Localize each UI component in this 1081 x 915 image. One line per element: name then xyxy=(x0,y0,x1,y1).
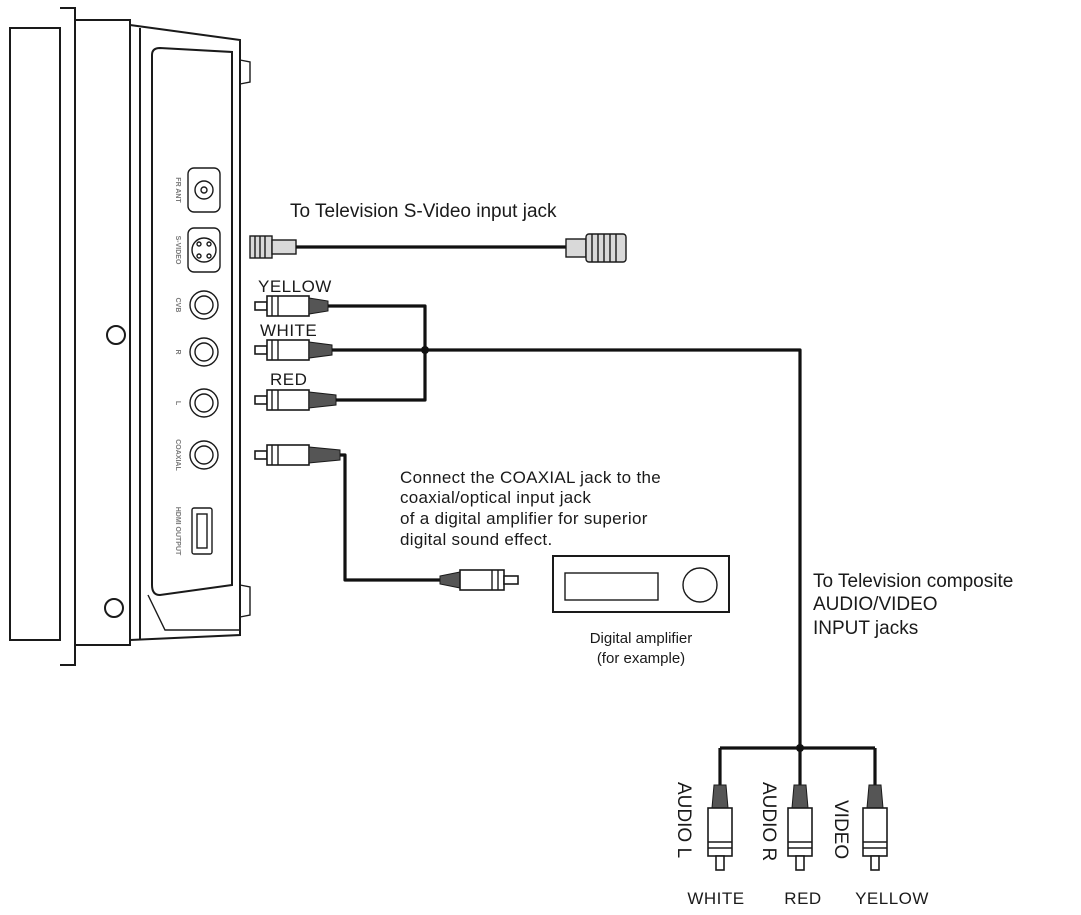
jack-label-hdmi: HDMI OUTPUT xyxy=(174,507,181,556)
tv-plug-audio-r xyxy=(787,784,813,871)
jack-coaxial-panel: COAXIAL xyxy=(174,439,219,471)
tv-composite-line1: To Television composite xyxy=(813,571,1013,592)
jack-label-r: R xyxy=(174,349,181,354)
jack-cvbs: CVB xyxy=(174,290,219,320)
jack-audio-r-panel: R xyxy=(174,337,219,367)
plug-color-yellow: YELLOW xyxy=(855,889,929,908)
rca-plug-coaxial xyxy=(254,444,341,466)
dvd-player-side-view: FR ANT S-VIDEO CVB R L COAXIAL HDM xyxy=(9,7,251,666)
label-red: RED xyxy=(270,370,307,389)
coaxial-cable xyxy=(340,453,519,591)
jack-label-coaxial: COAXIAL xyxy=(174,439,181,471)
coaxial-note-line4: digital sound effect. xyxy=(400,530,552,549)
amplifier-label-line1: Digital amplifier xyxy=(590,630,693,647)
tv-plug-audio-l xyxy=(707,784,733,871)
jack-audio-l-panel: L xyxy=(174,388,219,418)
jack-label-svideo: S-VIDEO xyxy=(174,236,181,265)
coaxial-note-line2: coaxial/optical input jack xyxy=(400,488,591,507)
coaxial-note-line3: of a digital amplifier for superior xyxy=(400,509,648,528)
tv-plug-video xyxy=(862,784,888,871)
tv-composite-line2: AUDIO/VIDEO xyxy=(813,594,938,615)
jack-label-l: L xyxy=(174,401,181,406)
svideo-cable xyxy=(249,233,627,263)
jack-hdmi-output: HDMI OUTPUT xyxy=(174,507,213,556)
rca-plug-white xyxy=(254,339,333,361)
tv-composite-line3: INPUT jacks xyxy=(813,618,918,639)
svideo-label: To Television S-Video input jack xyxy=(290,201,557,222)
av-cable-bundle xyxy=(328,304,877,785)
coaxial-note-line1: Connect the COAXIAL jack to the xyxy=(400,468,661,487)
amplifier-label-line2: (for example) xyxy=(597,650,685,667)
rca-plug-yellow xyxy=(254,295,329,317)
plug-color-white: WHITE xyxy=(687,889,744,908)
jack-svideo: S-VIDEO xyxy=(174,227,221,273)
digital-amplifier xyxy=(552,555,730,613)
plug-label-audio-r: AUDIO R xyxy=(758,782,779,861)
rca-plug-red xyxy=(254,389,337,411)
label-white: WHITE xyxy=(260,321,317,340)
plug-color-red: RED xyxy=(784,889,821,908)
screw-hole-lower xyxy=(104,598,124,618)
jack-label-front-ant: FR ANT xyxy=(174,177,181,203)
plug-label-audio-l: AUDIO L xyxy=(673,782,694,858)
screw-hole-upper xyxy=(106,325,126,345)
label-yellow: YELLOW xyxy=(258,277,332,296)
jack-front-ant: FR ANT xyxy=(174,167,221,213)
plug-label-video: VIDEO xyxy=(830,800,851,859)
jack-label-cvbs: CVB xyxy=(174,298,181,313)
